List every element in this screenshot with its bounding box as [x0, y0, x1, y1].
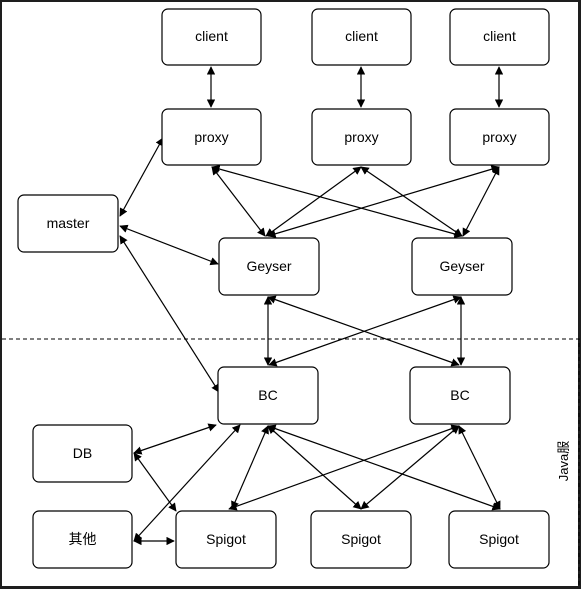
node-spigot1-label: Spigot	[206, 531, 246, 547]
edge-bc2-spigot3	[458, 425, 501, 510]
edge-proxy2-geyser2	[360, 166, 463, 237]
node-client2-label: client	[345, 28, 378, 44]
edge-other-bc1	[133, 424, 241, 542]
edge-proxy1-geyser1	[211, 166, 266, 237]
node-spigot3[interactable]: Spigot	[448, 510, 550, 569]
node-geyser1-label: Geyser	[246, 258, 291, 274]
nodes-layer: client client client proxy proxy proxy	[17, 8, 550, 569]
edge-master-bc1	[119, 235, 220, 393]
node-proxy2-label: proxy	[344, 129, 378, 145]
edge-bc2-spigot2	[360, 425, 460, 510]
node-spigot2[interactable]: Spigot	[310, 510, 412, 569]
edge-geyser2-bc1	[268, 295, 462, 367]
node-bc1[interactable]: BC	[217, 366, 319, 425]
node-proxy1-label: proxy	[194, 129, 228, 145]
edge-proxy2-geyser1	[265, 166, 362, 237]
node-geyser2[interactable]: Geyser	[411, 237, 513, 296]
node-proxy3[interactable]: proxy	[449, 108, 550, 166]
edge-master-proxy1	[119, 137, 164, 217]
node-proxy1[interactable]: proxy	[161, 108, 262, 166]
edge-db-bc1	[133, 423, 217, 455]
node-master[interactable]: master	[17, 194, 119, 253]
node-spigot1[interactable]: Spigot	[175, 510, 277, 569]
node-db-label: DB	[73, 445, 92, 461]
node-other-label: 其他	[69, 531, 97, 547]
node-proxy3-label: proxy	[482, 129, 516, 145]
node-spigot2-label: Spigot	[341, 531, 381, 547]
node-client1[interactable]: client	[161, 8, 262, 66]
edge-proxy3-geyser1	[267, 165, 500, 238]
edge-proxy1-geyser2	[211, 164, 463, 239]
edges-layer	[119, 66, 504, 546]
edge-proxy3-geyser2	[462, 166, 500, 237]
node-other[interactable]: 其他	[32, 510, 133, 569]
node-client2[interactable]: client	[311, 8, 412, 66]
node-client3[interactable]: client	[449, 8, 550, 66]
node-bc2[interactable]: BC	[409, 366, 511, 425]
edge-bc2-spigot1	[228, 424, 460, 511]
node-client3-label: client	[483, 28, 516, 44]
java-group-label: Java服	[556, 441, 571, 481]
node-proxy2[interactable]: proxy	[311, 108, 412, 166]
node-geyser1[interactable]: Geyser	[218, 237, 320, 296]
node-client1-label: client	[195, 28, 228, 44]
node-spigot3-label: Spigot	[479, 531, 519, 547]
node-bc1-label: BC	[258, 387, 277, 403]
node-geyser2-label: Geyser	[439, 258, 484, 274]
node-db[interactable]: DB	[32, 424, 133, 483]
edge-bc1-spigot2	[267, 425, 362, 510]
node-master-label: master	[47, 215, 90, 231]
node-bc2-label: BC	[450, 387, 469, 403]
